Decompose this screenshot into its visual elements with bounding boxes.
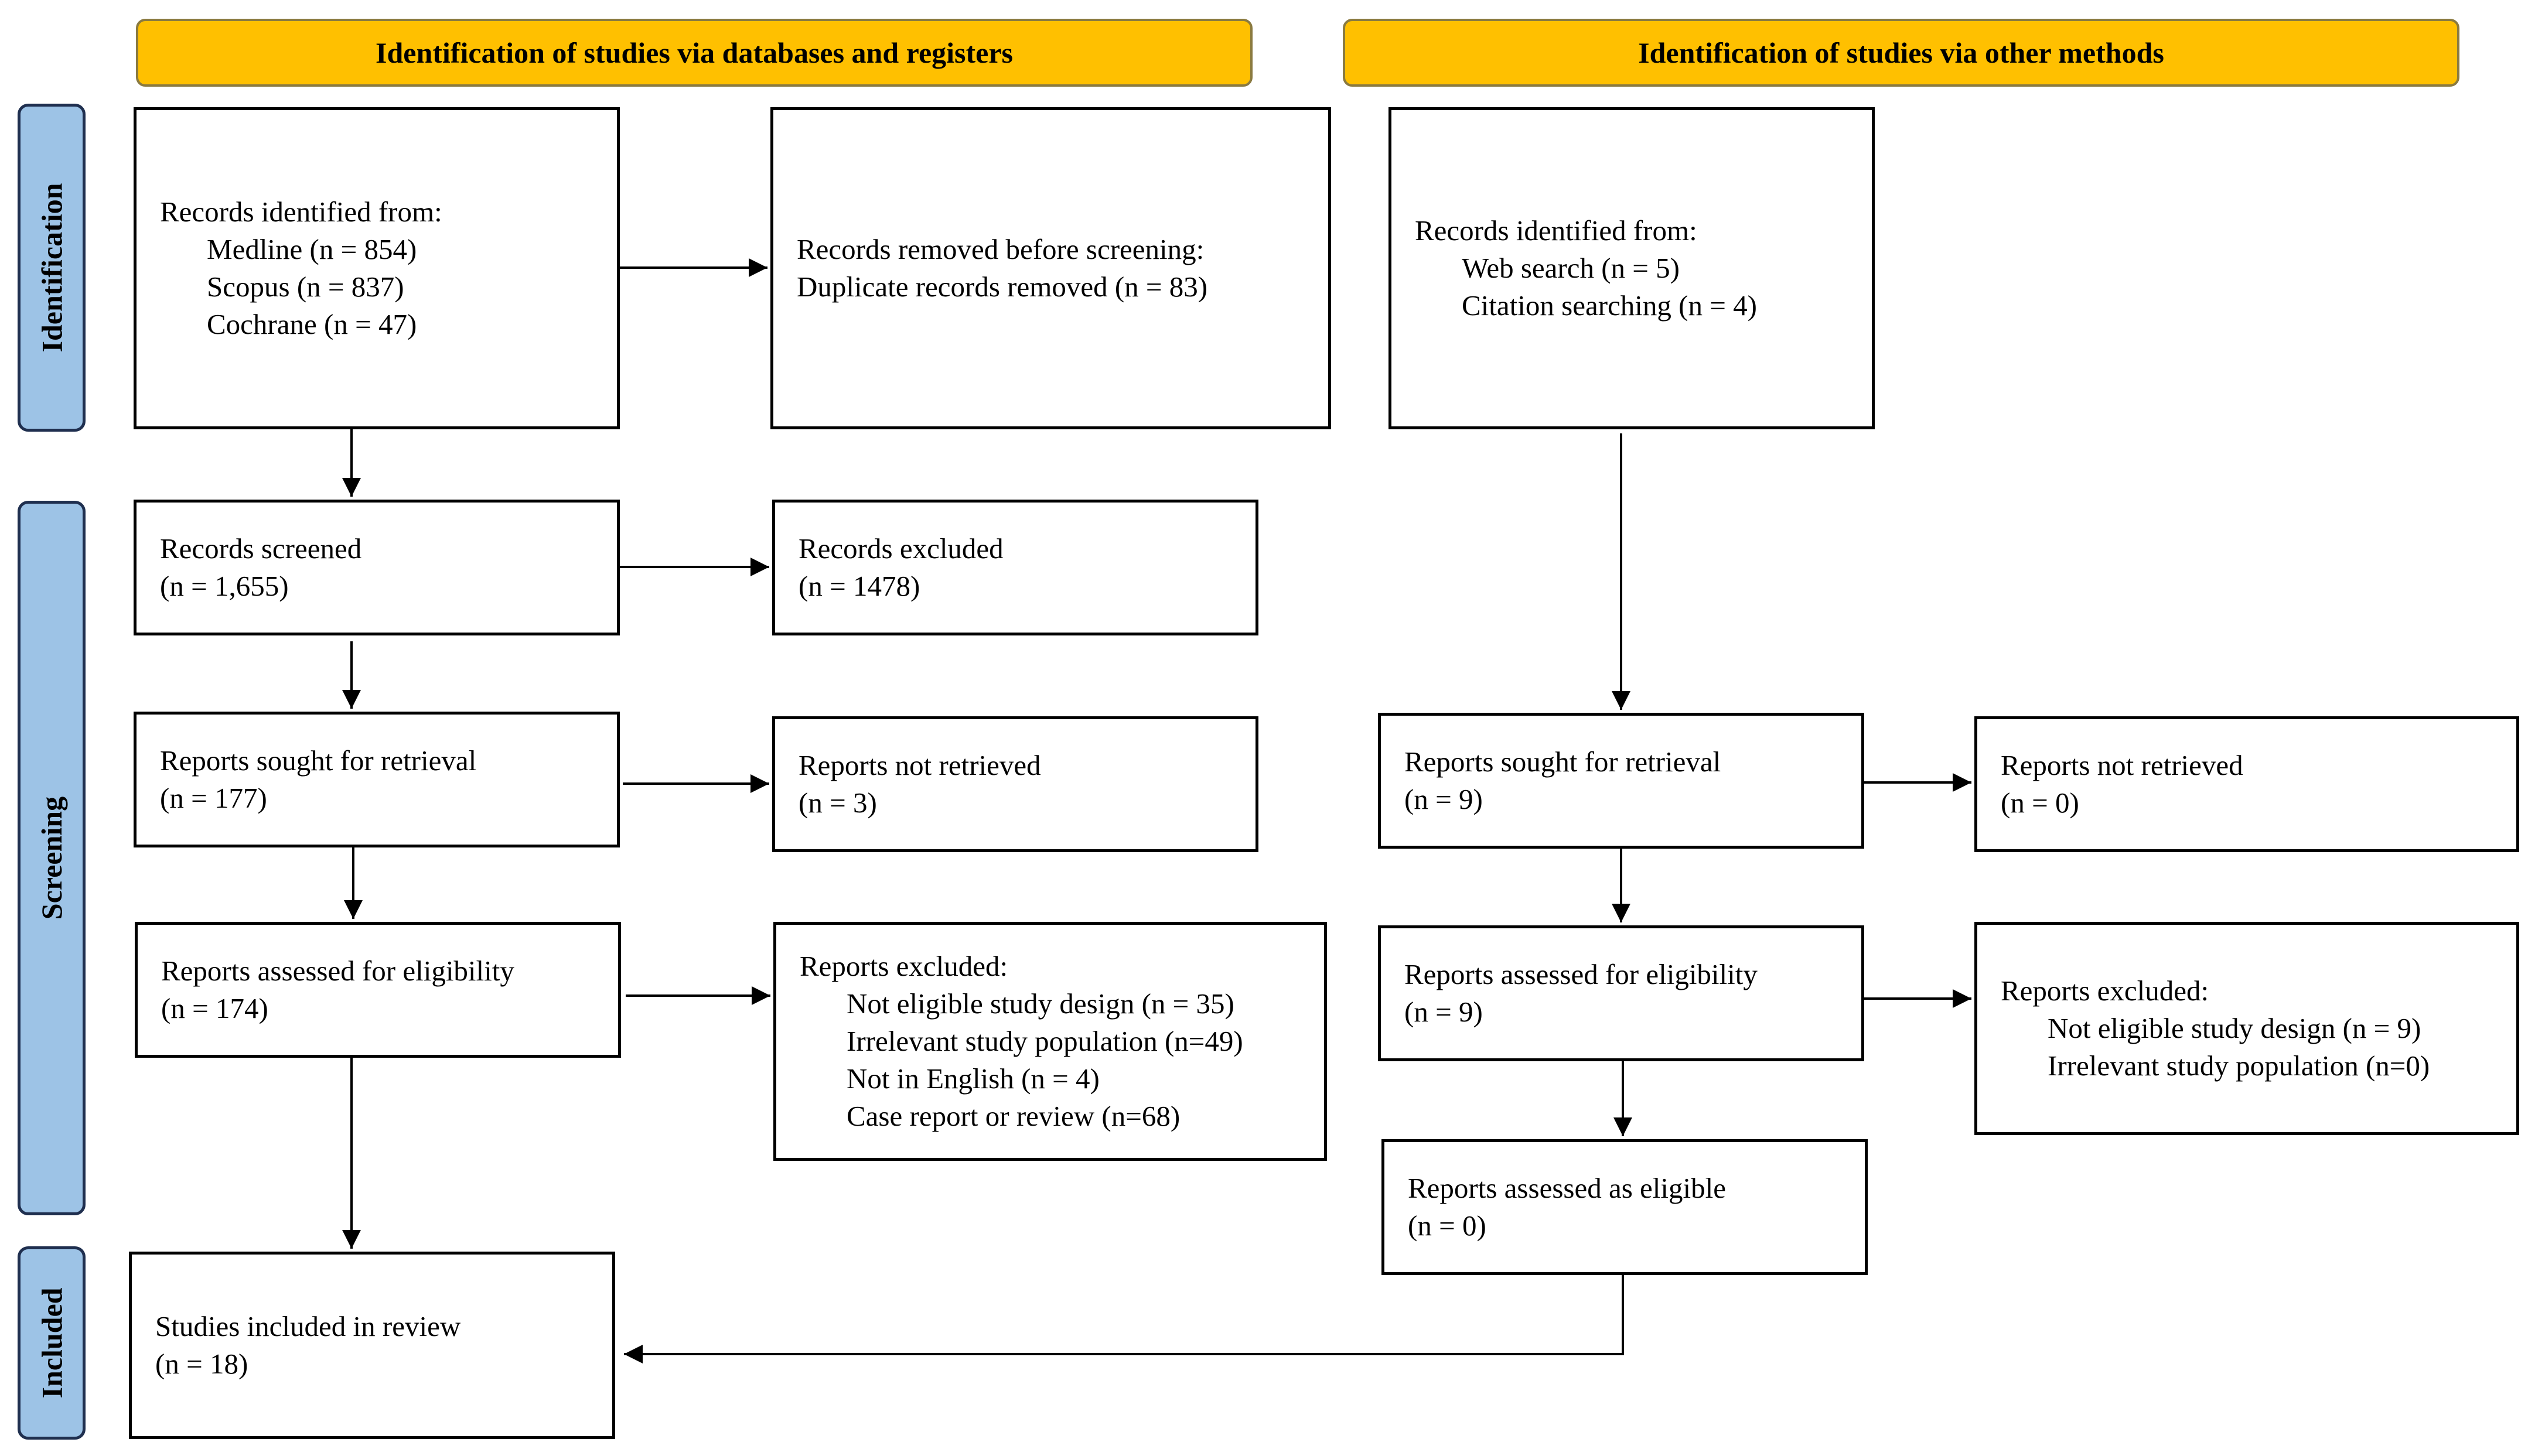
reports-excluded-title: Reports excluded: — [800, 950, 1008, 982]
records-excluded: Records excluded (n = 1478) — [772, 500, 1258, 635]
reports-sought-title: Reports sought for retrieval — [160, 744, 477, 777]
reports-sought-count: (n = 177) — [160, 782, 267, 814]
source-web-search: Web search (n = 5) — [1462, 252, 1680, 284]
phase-identification: Identification — [18, 104, 86, 432]
studies-included-count: (n = 18) — [155, 1348, 248, 1380]
reports-assessed-count: (n = 174) — [161, 992, 268, 1024]
records-removed-title: Records removed before screening: — [797, 233, 1205, 265]
reports-sought-other-title: Reports sought for retrieval — [1404, 746, 1721, 778]
excluded-other-population: Irrelevant study population (n=0) — [2048, 1050, 2430, 1082]
phase-screening: Screening — [18, 501, 86, 1215]
studies-included-in-review: Studies included in review (n = 18) — [129, 1252, 615, 1439]
duplicates-removed: Duplicate records removed (n = 83) — [797, 271, 1208, 303]
reports-not-retrieved-databases: Reports not retrieved (n = 3) — [772, 716, 1258, 852]
excluded-study-design: Not eligible study design (n = 35) — [847, 987, 1234, 1020]
reports-excluded-other-title: Reports excluded: — [2001, 975, 2209, 1007]
studies-included-title: Studies included in review — [155, 1310, 461, 1342]
reports-assessed-title: Reports assessed for eligibility — [161, 955, 514, 987]
reports-eligible-title: Reports assessed as eligible — [1408, 1172, 1726, 1204]
source-citation-searching: Citation searching (n = 4) — [1462, 289, 1757, 322]
reports-not-retrieved-title: Reports not retrieved — [799, 749, 1041, 781]
reports-assessed-other-title: Reports assessed for eligibility — [1404, 958, 1758, 990]
reports-excluded-other: Reports excluded: Not eligible study des… — [1974, 922, 2519, 1135]
excluded-population: Irrelevant study population (n=49) — [847, 1025, 1243, 1057]
reports-sought-other: Reports sought for retrieval (n = 9) — [1378, 713, 1864, 849]
reports-assessed-other: Reports assessed for eligibility (n = 9) — [1378, 925, 1864, 1061]
reports-sought-databases: Reports sought for retrieval (n = 177) — [134, 712, 620, 847]
arrow-eligible-to-included — [624, 1275, 1624, 1363]
source-scopus: Scopus (n = 837) — [207, 271, 404, 303]
reports-not-retrieved-other: Reports not retrieved (n = 0) — [1974, 716, 2519, 852]
records-excluded-title: Records excluded — [799, 532, 1004, 565]
source-cochrane: Cochrane (n = 47) — [207, 308, 417, 340]
reports-excluded-databases: Reports excluded: Not eligible study des… — [773, 922, 1327, 1161]
excluded-case-report: Case report or review (n=68) — [847, 1100, 1181, 1132]
header-databases: Identification of studies via databases … — [136, 19, 1253, 87]
records-identified-other-title: Records identified from: — [1415, 214, 1697, 247]
records-screened-title: Records screened — [160, 532, 362, 565]
reports-eligible-count: (n = 0) — [1408, 1209, 1486, 1242]
records-identified-title: Records identified from: — [160, 196, 442, 228]
records-screened: Records screened (n = 1,655) — [134, 500, 620, 635]
reports-assessed-eligible: Reports assessed as eligible (n = 0) — [1381, 1139, 1868, 1275]
reports-assessed-databases: Reports assessed for eligibility (n = 17… — [135, 922, 621, 1058]
records-identified-databases: Records identified from: Medline (n = 85… — [134, 107, 620, 429]
reports-assessed-other-count: (n = 9) — [1404, 996, 1483, 1028]
source-medline: Medline (n = 854) — [207, 233, 417, 265]
phase-included: Included — [18, 1246, 86, 1440]
reports-sought-other-count: (n = 9) — [1404, 783, 1483, 815]
header-other-methods: Identification of studies via other meth… — [1343, 19, 2459, 87]
records-removed-before-screening: Records removed before screening: Duplic… — [770, 107, 1331, 429]
records-screened-count: (n = 1,655) — [160, 570, 289, 602]
records-excluded-count: (n = 1478) — [799, 570, 920, 602]
excluded-other-study-design: Not eligible study design (n = 9) — [2048, 1012, 2421, 1044]
records-identified-other: Records identified from: Web search (n =… — [1388, 107, 1875, 429]
reports-not-retrieved-other-title: Reports not retrieved — [2001, 749, 2243, 781]
reports-not-retrieved-other-count: (n = 0) — [2001, 787, 2079, 819]
reports-not-retrieved-count: (n = 3) — [799, 787, 877, 819]
excluded-language: Not in English (n = 4) — [847, 1062, 1100, 1095]
